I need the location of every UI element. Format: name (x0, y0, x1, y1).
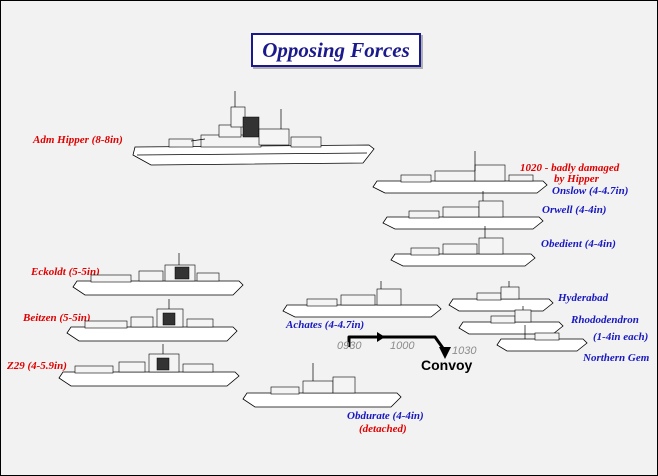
z29-label: Z29 (4-5.9in) (7, 360, 67, 372)
escort-armament-label: (1-4in each) (593, 331, 649, 343)
orwell-label: Orwell (4-4in) (542, 204, 607, 216)
onslow-label: Onslow (4-4.7in) (552, 185, 629, 197)
onslow-damage-note-line2: by Hipper (554, 173, 599, 185)
detached-label: (detached) (359, 423, 407, 435)
convoy-track-arrow (347, 332, 451, 359)
beitzen-label: Beitzen (5-5in) (23, 312, 91, 324)
eckoldt-label: Eckoldt (5-5in) (31, 266, 100, 278)
obedient-label: Obedient (4-4in) (541, 238, 616, 250)
convoy-time-0930: 0930 (337, 340, 362, 352)
orwell-silhouette (382, 191, 544, 230)
eckoldt-silhouette (72, 253, 244, 296)
rhododendron-label: Rhododendron (571, 314, 639, 326)
page-title: Opposing Forces (262, 37, 410, 62)
title-box: Opposing Forces (251, 33, 421, 67)
z29-silhouette (58, 344, 240, 387)
achates-silhouette (282, 281, 442, 318)
hipper-silhouette (132, 91, 375, 166)
hyderabad-label: Hyderabad (558, 292, 609, 304)
convoy-time-1030: 1030 (452, 345, 477, 357)
obdurate-label: Obdurate (4-4in) (347, 410, 424, 422)
obedient-silhouette (390, 226, 536, 267)
onslow-damage-note: 1020 - badly damaged (520, 162, 620, 174)
beitzen-silhouette (66, 299, 238, 342)
obdurate-silhouette (242, 363, 402, 408)
hyderabad-silhouette (448, 281, 554, 312)
achates-label: Achates (4-4.7in) (286, 319, 365, 331)
convoy-label: Convoy (421, 357, 473, 373)
northern-gem-silhouette (496, 325, 588, 352)
onslow-silhouette (372, 151, 548, 194)
northern-gem-label: Northern Gem (583, 352, 650, 364)
hipper-label: Adm Hipper (8-8in) (33, 134, 123, 146)
convoy-time-1000: 1000 (390, 340, 415, 352)
rhododendron-silhouette (458, 306, 564, 335)
